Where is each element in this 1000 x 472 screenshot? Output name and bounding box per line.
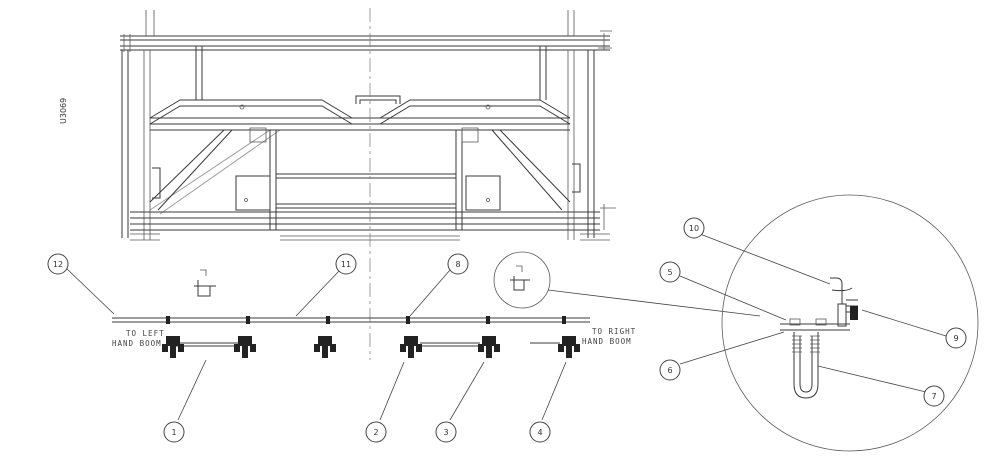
svg-text:10: 10 bbox=[689, 224, 699, 233]
detail-enlarged-circle bbox=[721, 194, 979, 452]
callout-9: 9 bbox=[945, 327, 967, 349]
svg-text:11: 11 bbox=[341, 260, 351, 269]
leader-lines bbox=[65, 233, 947, 421]
boom-pipe bbox=[112, 316, 590, 324]
detail-reference-circle bbox=[493, 251, 761, 317]
note-left-hand-boom-2: HAND BOOM bbox=[112, 339, 162, 348]
callout-12: 12 bbox=[47, 253, 69, 275]
note-right-hand-boom-2: HAND BOOM bbox=[582, 337, 632, 346]
drawing-id: U3069 bbox=[59, 98, 68, 124]
callout-1: 1 bbox=[163, 421, 185, 443]
svg-text:8: 8 bbox=[455, 260, 460, 269]
svg-text:4: 4 bbox=[537, 428, 542, 437]
callout-10: 10 bbox=[683, 217, 705, 239]
svg-text:3: 3 bbox=[443, 428, 448, 437]
sprayer-frame bbox=[120, 8, 616, 360]
bracket-detail-small bbox=[194, 269, 216, 297]
nozzle-row bbox=[162, 336, 580, 358]
svg-text:2: 2 bbox=[373, 428, 378, 437]
svg-text:5: 5 bbox=[667, 268, 672, 277]
callout-8: 8 bbox=[447, 253, 469, 275]
callout-11: 11 bbox=[335, 253, 357, 275]
callout-4: 4 bbox=[529, 421, 551, 443]
svg-text:7: 7 bbox=[931, 392, 936, 401]
callout-2: 2 bbox=[365, 421, 387, 443]
svg-text:9: 9 bbox=[953, 334, 958, 343]
callout-5: 5 bbox=[659, 261, 681, 283]
callout-7: 7 bbox=[923, 385, 945, 407]
svg-text:6: 6 bbox=[667, 366, 672, 375]
svg-text:12: 12 bbox=[53, 260, 63, 269]
callout-6: 6 bbox=[659, 359, 681, 381]
note-right-hand-boom-1: TO RIGHT bbox=[592, 327, 636, 336]
note-left-hand-boom-1: TO LEFT bbox=[126, 329, 165, 338]
callout-3: 3 bbox=[435, 421, 457, 443]
svg-text:1: 1 bbox=[171, 428, 176, 437]
